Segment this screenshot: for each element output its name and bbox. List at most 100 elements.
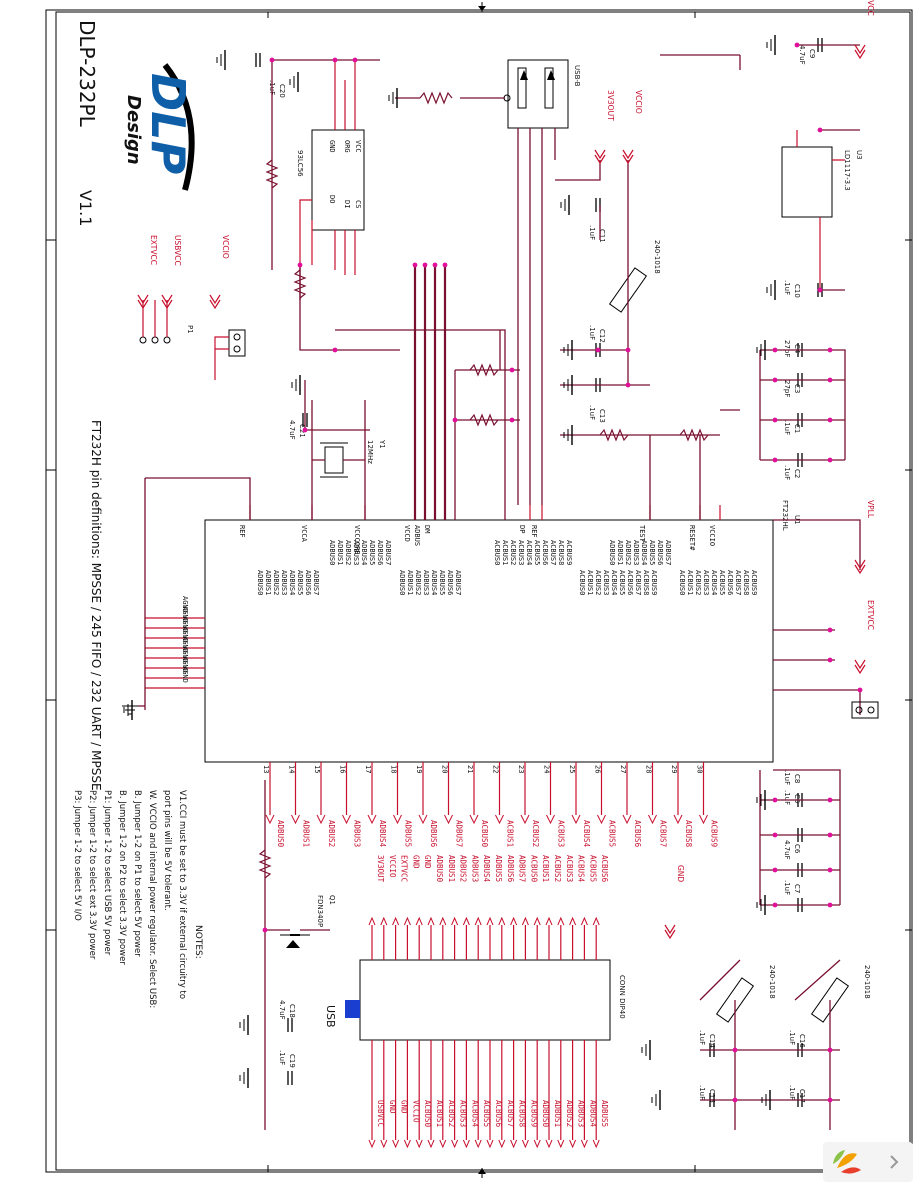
resistors (258, 91, 709, 879)
junction-dot (827, 867, 833, 873)
svg-text:DO: DO (328, 195, 336, 203)
u1-inner-label: ACBUS6 (626, 570, 634, 595)
u1-inner-label: ACBUS4 (525, 540, 533, 565)
svg-text:USB: USB (324, 1005, 337, 1028)
u1-inner-label: ADBUS1 (336, 540, 344, 565)
chevron-right-icon[interactable] (890, 1155, 899, 1169)
u1-pin-acbus7: ACBUS7 (659, 820, 668, 847)
sheet-border (45, 9, 913, 1173)
u1-inner-label: ADBUS7 (384, 540, 392, 565)
crystal-ref: Y1 (378, 439, 386, 449)
note-line-5: P1: Jumper 1-2 to select USB 5V power (102, 790, 112, 956)
svg-text:FDN340P: FDN340P (316, 895, 324, 927)
j2-net-acbus5: ACBUS5 (482, 1100, 491, 1127)
u1-pin-acbus9: ACBUS9 (710, 820, 719, 847)
j2-net-adbus1: ADBUS1 (553, 1100, 562, 1127)
junction-dot (625, 382, 631, 388)
crystal-value: 12MHz (366, 440, 374, 464)
cap-value-c15: .1uF (698, 1085, 706, 1100)
ferrite-fb2 (715, 977, 755, 1023)
junction-dot (772, 347, 778, 353)
note-line-0: V1.CCI must be set to 3.3V if external c… (177, 790, 187, 999)
junction-dot (817, 127, 823, 133)
svg-text:ORG: ORG (343, 140, 351, 153)
zone-ticks (46, 2, 912, 1178)
net-marker-vccio: VCCIO (221, 235, 230, 259)
j2-net-vccio: VCCIO (411, 1100, 420, 1123)
cap-ref-c18: C18 (288, 1004, 296, 1018)
u1-inner-label: ADBUS0 (328, 540, 336, 565)
u1-pin-adbus: ADBUS (413, 525, 421, 546)
cap-value-c2: .1uF (783, 465, 791, 480)
mosfet-q1: FDN340P Q1 (280, 895, 336, 948)
u1-inner-label: ADBUS3 (280, 570, 288, 595)
note-line-1: port pins will be 5V tolerant. (162, 790, 172, 911)
ic-u2-body (311, 129, 365, 231)
junction-dot (732, 1047, 738, 1053)
u1-pin-number: 15 (313, 765, 321, 773)
viewer-badge[interactable] (823, 1142, 913, 1182)
u1-pin-acbus1: ACBUS1 (506, 820, 515, 847)
company-logo: DLP Design (123, 63, 195, 191)
cap-value-c18: 4.7uF (278, 1000, 286, 1020)
cap-value-c17: .1uF (788, 1085, 796, 1100)
u1-pin-number: 30 (696, 765, 704, 773)
cap-value-c4: 27pF (783, 340, 791, 357)
cap-value-c5: .1uF (783, 790, 791, 805)
j2-net-gnd: GND (423, 855, 432, 869)
cap-value-c19: .1uF (278, 1050, 286, 1065)
u1-inner-label: ACBUS9 (650, 570, 658, 595)
junction-dot (772, 832, 778, 838)
junction-dot (794, 42, 800, 48)
u1-inner-label: ADBUS1 (264, 570, 272, 595)
u1-pin-number: 18 (390, 765, 398, 773)
u1-pin-vccd: VCCD (403, 525, 411, 542)
u1-inner-label: ACBUS2 (509, 540, 517, 565)
u1-inner-label: ACBUS5 (618, 570, 626, 595)
logo-text: DLP (141, 73, 195, 174)
u1-pin-number: 27 (619, 765, 627, 773)
net-marker-usbvcc: USBVCC (866, 0, 875, 16)
net-marker-3v3out: 3V3OUT (606, 90, 615, 121)
net-marker-vccio: VCCIO (634, 90, 643, 114)
cap-value-c21: 4.7uF (288, 420, 296, 440)
u1-inner-label: ADBUS2 (624, 540, 632, 565)
svg-text:Q1: Q1 (328, 895, 336, 905)
j2-net-acbus6: ACBUS6 (600, 855, 609, 883)
u1-inner-label: ADBUS0 (608, 540, 616, 565)
u1-pin-number: 26 (594, 765, 602, 773)
u1-pin-number: 21 (466, 765, 474, 773)
j2-net-adbus3: ADBUS3 (577, 1100, 586, 1127)
resistor-r1 (419, 91, 453, 105)
u1-inner-label: ADBUS6 (446, 570, 454, 595)
j2-net-gnd: GND (411, 855, 420, 869)
junction-dot (827, 832, 833, 838)
u1-inner-label: ACBUS4 (710, 570, 718, 595)
svg-text:CONN DIP40: CONN DIP40 (618, 975, 626, 1019)
u1-inner-label: ADBUS1 (616, 540, 624, 565)
cap-value-c12: .1uF (588, 325, 596, 340)
u1-pin-number: 16 (339, 765, 347, 773)
cap-value-c6: 4.7uF (783, 840, 791, 860)
note-line-2: W. VCCIO and internal power regulator. S… (147, 790, 157, 1008)
junction-dot (509, 417, 515, 423)
junction-dot (302, 427, 308, 433)
u1-inner-label: ACBUS4 (610, 570, 618, 595)
u1-inner-label: ADBUS5 (648, 540, 656, 565)
u1-inner-label: ADBUS6 (376, 540, 384, 565)
resistor-r2 (293, 269, 307, 299)
u1-inner-label: ADBUS3 (632, 540, 640, 565)
u1-inner-label: ADBUS4 (430, 570, 438, 595)
header-j2-marker (345, 1000, 360, 1018)
logo-subtext: Design (123, 95, 144, 165)
u1-pin-test: TEST (638, 525, 646, 543)
u1-inner-label: ACBUS1 (686, 570, 694, 595)
j2-net-acbus4: ACBUS4 (577, 855, 586, 883)
u1-pin-acbus2: ACBUS2 (531, 820, 540, 847)
u1-pin-acbus3: ACBUS3 (557, 820, 566, 847)
u1-inner-label: ADBUS2 (344, 540, 352, 565)
junction-dot (452, 417, 458, 423)
junction-dot (827, 417, 833, 423)
u1-pin-number: 17 (364, 765, 372, 773)
j2-net-acbus2: ACBUS2 (447, 1100, 456, 1127)
